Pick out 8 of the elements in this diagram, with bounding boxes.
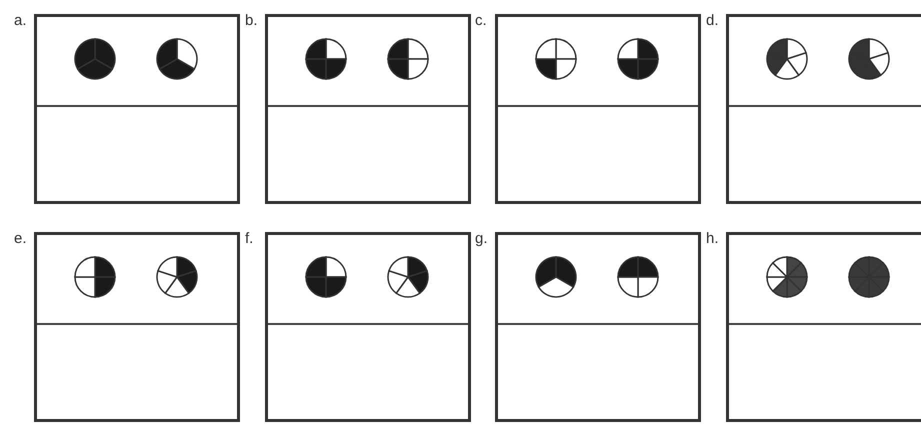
item-letter: b.: [245, 12, 258, 29]
item-letter: e.: [14, 230, 27, 247]
item-letter: d.: [706, 12, 719, 29]
item-letter: h.: [706, 230, 719, 247]
item-letter: c.: [475, 12, 487, 29]
item-letter: f.: [245, 230, 254, 247]
item-letter: a.: [14, 12, 27, 29]
item-letter: g.: [475, 230, 488, 247]
